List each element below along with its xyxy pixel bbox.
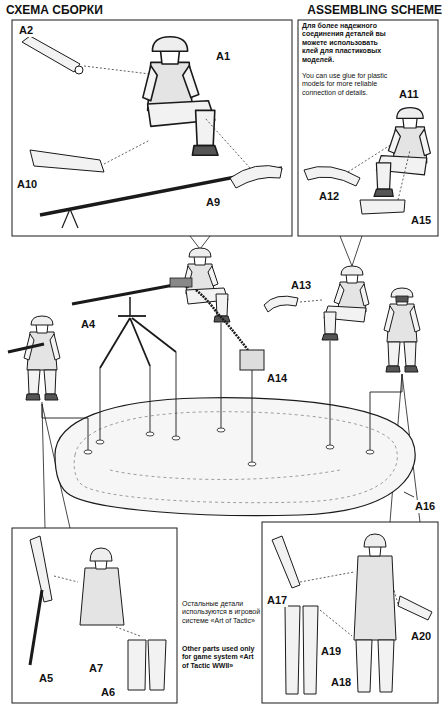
torso-part — [143, 37, 218, 155]
leg-part — [285, 606, 318, 694]
arm-part — [272, 536, 300, 588]
page-subtitle: ASSEMBLING SCHEME — [300, 3, 442, 17]
part-number: A10 — [16, 178, 38, 191]
peg-hole — [84, 428, 374, 466]
inset-frame — [12, 20, 292, 236]
base-plate — [55, 398, 415, 516]
part-number: A18 — [330, 676, 352, 689]
part-number: A7 — [88, 662, 104, 675]
soldier-figure — [322, 266, 369, 340]
rifle — [8, 344, 44, 352]
rifle — [30, 590, 42, 665]
part-number: A20 — [410, 630, 432, 643]
peg-guide — [42, 323, 414, 497]
part-number: A9 — [205, 196, 221, 209]
note-text: Для более надежного соединения деталей в… — [302, 22, 394, 64]
part-number: A13 — [290, 279, 312, 292]
ammo-belt — [196, 290, 248, 350]
part-number: A6 — [100, 686, 116, 699]
arm-part — [360, 200, 405, 214]
page-title: СХЕМА СБОРКИ — [6, 3, 103, 17]
leader-line — [54, 576, 140, 636]
part-number: A2 — [18, 24, 34, 37]
inset-pointer — [340, 236, 362, 266]
part-number: A14 — [266, 372, 288, 385]
note-text: You can use glue for plastic models for … — [302, 72, 394, 97]
ammo-box — [240, 350, 264, 370]
leader-line — [348, 144, 410, 200]
soldier-figure — [384, 288, 420, 372]
leader-line — [300, 572, 398, 636]
inset-frame — [12, 528, 177, 703]
part-number: A17 — [266, 594, 288, 607]
arm-part — [22, 36, 80, 72]
part-number: A15 — [410, 214, 432, 227]
leader-line — [84, 66, 250, 168]
note-text: Остальные детали используются в игровой … — [182, 600, 262, 625]
part-number: A1 — [215, 50, 231, 63]
part-number: A16 — [414, 500, 436, 513]
machine-gun-part — [40, 166, 282, 228]
torso-part — [354, 534, 396, 692]
leg-part — [30, 150, 104, 172]
part-number: A12 — [318, 190, 340, 203]
part-number: A4 — [80, 318, 96, 331]
part-number: A11 — [398, 88, 420, 101]
inset-frame — [262, 522, 438, 703]
arm-part — [398, 596, 432, 620]
soldier-figure — [24, 316, 60, 400]
part-number: A19 — [320, 645, 342, 658]
leader-line — [300, 300, 322, 302]
inset-pointer — [190, 236, 210, 249]
inset-frame — [298, 20, 438, 236]
machine-gun — [72, 278, 192, 316]
torso-part — [80, 548, 124, 625]
note-text: Other parts used only for game system «A… — [182, 645, 262, 670]
hand-part — [75, 66, 83, 74]
part-number: A5 — [38, 672, 54, 685]
arm-part — [264, 296, 298, 312]
leg-part — [128, 640, 166, 690]
base-texture — [74, 412, 397, 503]
binoculars — [396, 296, 408, 302]
tripod — [100, 316, 176, 368]
